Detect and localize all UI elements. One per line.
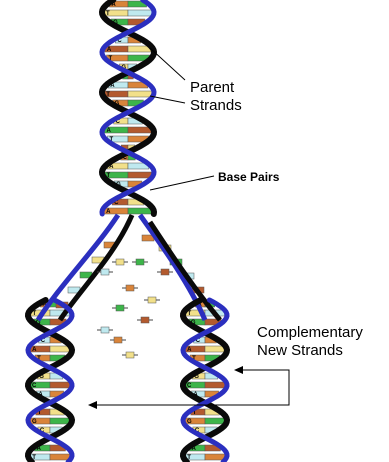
parent-helix-base-letter: C <box>114 200 119 206</box>
parent-helix-base-letter: T <box>106 11 110 17</box>
fork-right-black <box>147 220 222 322</box>
parent-strands-pointer-line-2 <box>149 95 186 104</box>
free-nucleotide <box>100 326 110 334</box>
parent-strands-label-line-1: Parent <box>190 79 235 96</box>
daughter-left-helix-base-letter: T <box>32 455 36 461</box>
free-nucleotide <box>115 258 125 266</box>
complementary-label-line-1: Complementary <box>257 324 363 341</box>
free-nucleotide <box>135 258 145 266</box>
free-nucleotide <box>125 351 135 359</box>
parent-helix-base-letter: T <box>107 173 111 179</box>
daughter-right-helix-base-letter: G <box>194 374 199 380</box>
daughter-right-helix-base-letter: C <box>196 338 201 344</box>
daughter-right-helix-base-letter: A <box>192 446 197 452</box>
parent-helix-base-right <box>127 207 153 215</box>
complementary-bracket-line <box>240 369 290 406</box>
daughter-right-helix-base-letter: A <box>187 347 192 353</box>
daughter-left-helix-base-letter: A <box>42 302 47 308</box>
daughter-left-helix-base-letter: C <box>32 383 37 389</box>
free-nucleotides <box>97 258 173 359</box>
daughter-left-helix-base-letter: A <box>32 347 37 353</box>
fork-right-strand <box>137 213 208 321</box>
arrow-head-left <box>88 401 97 409</box>
parent-helix-base-letter: T <box>109 137 113 143</box>
daughter-left-helix-base-letter: C <box>41 338 46 344</box>
parent-helix-base-letter: C <box>116 119 121 125</box>
daughter-left-helix-base-right <box>49 417 71 425</box>
parent-helix-base-right <box>127 90 153 98</box>
daughter-left-helix-base-right <box>49 381 71 389</box>
daughter-right-helix-base-letter: T <box>187 311 191 317</box>
parent-helix-base-letter: A <box>107 47 112 53</box>
base-pairs-pointer-line <box>149 175 215 191</box>
daughter-left-helix-base-letter: G <box>32 419 37 425</box>
daughter-right-helix-base-letter: T <box>187 455 191 461</box>
daughter-left-helix-strand-black <box>24 297 76 462</box>
daughter-right-helix-base-letter: T <box>193 410 197 416</box>
parent-strands-pointer-line <box>149 47 186 81</box>
parent-helix-base-letter: A <box>111 2 116 8</box>
complementary-label-line-2: New Strands <box>257 342 343 359</box>
parent-helix-strand-blue <box>99 0 157 217</box>
dna-strands <box>24 0 231 462</box>
daughter-left-helix-base-letter: T <box>32 311 36 317</box>
free-nucleotide <box>125 284 135 292</box>
daughter-right-helix-strand-black <box>179 297 231 462</box>
free-nucleotide <box>160 268 170 276</box>
daughter-right-helix-base-right <box>204 417 226 425</box>
parent-strands-label-line-2: Strands <box>190 97 242 114</box>
parent-helix-base-letter: A <box>106 128 111 134</box>
parent-helix-base-right <box>127 9 153 17</box>
fork-left-strand <box>35 213 121 322</box>
parent-helix-base-letter: T <box>109 56 113 62</box>
parent-helix-base-letter: A <box>110 83 115 89</box>
free-nucleotide <box>113 336 123 344</box>
parent-helix-base-right <box>127 171 152 179</box>
daughter-left-helix-base-letter: G <box>39 374 44 380</box>
parent-helix-base-right <box>127 126 152 134</box>
base-pairs-label: Base Pairs <box>218 170 280 184</box>
daughter-left-helix-base-right <box>49 453 70 461</box>
daughter-right-helix-base-right <box>204 381 226 389</box>
parent-helix-base-letter: C <box>117 38 122 44</box>
daughter-right-helix-base-right <box>204 453 225 461</box>
daughter-left-helix-strand-blue <box>25 297 75 462</box>
arrow-head-right <box>234 366 243 374</box>
free-nucleotide <box>140 316 150 324</box>
daughter-right-helix-base-right <box>204 345 226 353</box>
free-nucleotide <box>147 296 157 304</box>
daughter-left-helix-base-letter: A <box>37 446 42 452</box>
daughter-right-helix-base-letter: C <box>187 383 192 389</box>
free-nucleotide <box>115 304 125 312</box>
parent-helix-base-letter: T <box>106 92 110 98</box>
parent-helix-base-letter: C <box>123 155 128 161</box>
free-nucleotide <box>100 268 110 276</box>
parent-helix-strand-black <box>98 0 158 217</box>
daughter-right-helix-base-letter: G <box>187 419 192 425</box>
fork-left-black <box>57 214 135 322</box>
parent-helix-base-letter: A <box>106 209 111 215</box>
daughter-left-helix-base-right <box>49 345 71 353</box>
daughter-right-helix-strand-blue <box>180 297 230 462</box>
daughter-left-helix-base-letter: T <box>38 410 42 416</box>
parent-helix-base-letter: A <box>109 164 114 170</box>
